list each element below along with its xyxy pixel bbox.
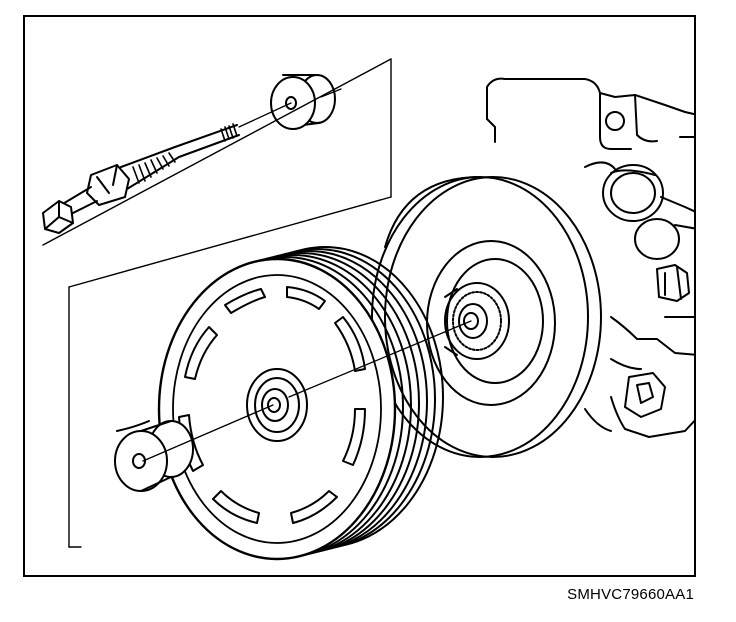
pulley-slots (178, 286, 366, 524)
forcing-screw (42, 123, 240, 234)
figure-code: SMHVC79660AA1 (567, 586, 694, 603)
tool-group-bracket (42, 58, 392, 548)
assembly-alignment-lines (142, 88, 472, 462)
upper-adapter (270, 74, 336, 130)
compressor-body (486, 77, 694, 438)
pulley (157, 246, 444, 561)
pulley-face (157, 257, 397, 561)
pulley-hub (246, 368, 308, 442)
exploded-view-illustration (42, 58, 694, 561)
clutch-hub-assembly (371, 176, 602, 458)
diagram-frame (23, 15, 696, 577)
